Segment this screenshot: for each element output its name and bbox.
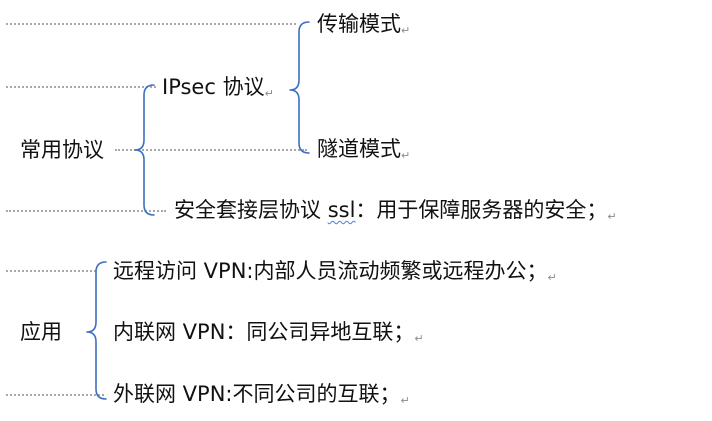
application-item-text: 远程访问 VPN:内部人员流动频繁或远程办公； bbox=[113, 259, 548, 283]
dotted-leader-5 bbox=[6, 270, 96, 272]
paragraph-mark: ↵ bbox=[547, 271, 557, 284]
paragraph-mark: ↵ bbox=[264, 87, 274, 100]
paragraph-mark: ↵ bbox=[400, 394, 410, 407]
mode-transport-text: 传输模式 bbox=[317, 12, 401, 36]
ssl-term: ssl bbox=[327, 198, 356, 222]
dotted-leader-2 bbox=[6, 86, 156, 88]
application-item-text: 外联网 VPN:不同公司的互联； bbox=[113, 382, 401, 406]
paragraph-mark: ↵ bbox=[607, 210, 617, 223]
dotted-leader-1 bbox=[6, 23, 296, 25]
application-item: 外联网 VPN:不同公司的互联；↵ bbox=[113, 381, 410, 407]
brace-applications bbox=[86, 261, 107, 400]
applications-label: 应用 bbox=[20, 320, 62, 344]
application-item: 内联网 VPN：同公司异地互联；↵ bbox=[113, 319, 424, 345]
paragraph-mark: ↵ bbox=[401, 24, 411, 37]
ipsec-label-text: IPsec 协议 bbox=[162, 75, 265, 99]
brace-protocols bbox=[134, 84, 155, 216]
mode-tunnel-text: 隧道模式 bbox=[317, 137, 401, 161]
ssl-prefix: 安全套接层协议 bbox=[174, 198, 328, 222]
ssl-desc: ：用于保障服务器的安全； bbox=[355, 198, 608, 222]
dotted-leader-3 bbox=[115, 149, 307, 151]
protocols-label: 常用协议 bbox=[20, 138, 104, 162]
application-item-text: 内联网 VPN：同公司异地互联； bbox=[113, 320, 415, 344]
dotted-leader-6 bbox=[6, 394, 104, 396]
ssl-item: 安全套接层协议 ssl：用于保障服务器的安全；↵ bbox=[174, 197, 617, 223]
mode-tunnel: 隧道模式↵ bbox=[317, 136, 410, 162]
application-item: 远程访问 VPN:内部人员流动频繁或远程办公；↵ bbox=[113, 258, 557, 284]
dotted-leader-4 bbox=[6, 210, 166, 212]
paragraph-mark: ↵ bbox=[414, 332, 424, 345]
paragraph-mark: ↵ bbox=[401, 149, 411, 162]
ipsec-label: IPsec 协议↵ bbox=[162, 74, 274, 100]
brace-ipsec-modes bbox=[289, 21, 310, 154]
mode-transport: 传输模式↵ bbox=[317, 11, 410, 37]
